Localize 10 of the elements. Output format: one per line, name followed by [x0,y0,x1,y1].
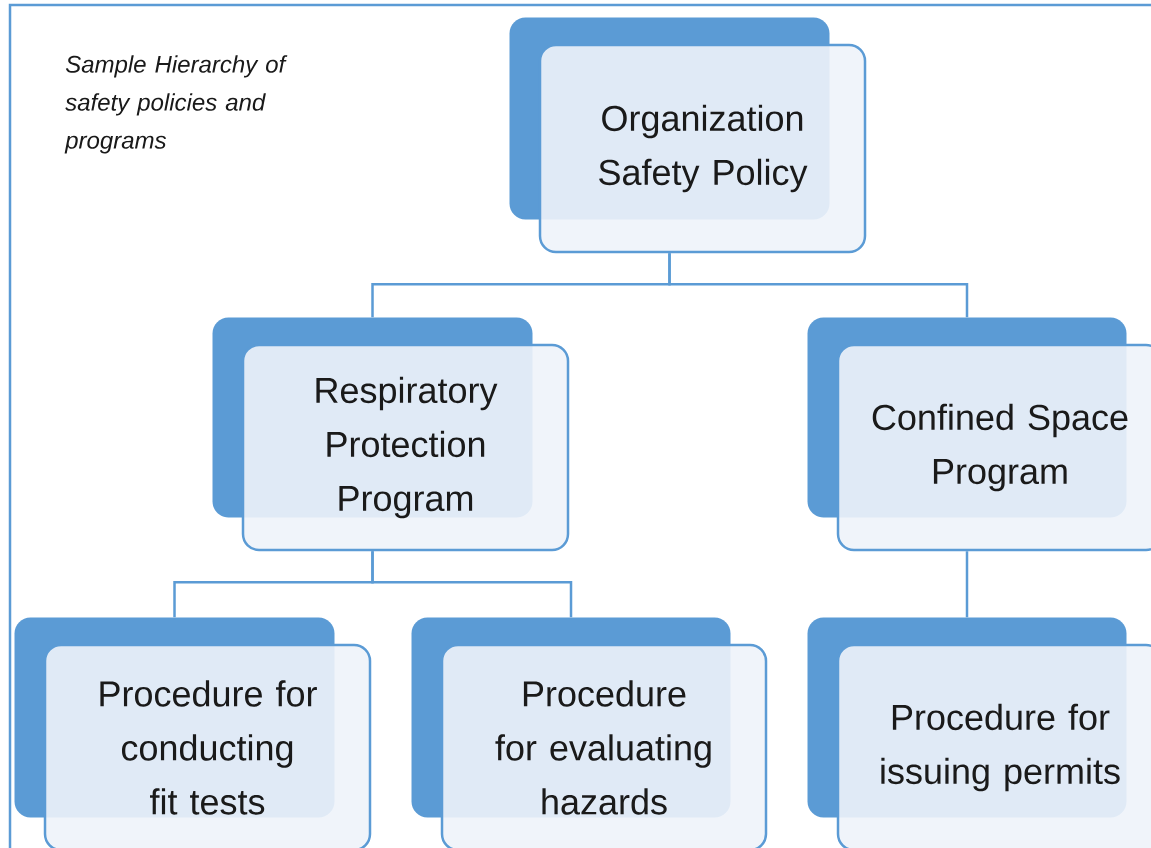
connector [668,253,969,318]
process-box: Confined Space Program [807,317,1151,552]
title: Sample Hierarchy of safety policies and programs [64,55,288,154]
connector [371,551,573,618]
process-box: Organization Safety Policy [509,17,867,254]
process-box: Procedure for issuing permits [807,617,1151,848]
connector [965,551,969,618]
process-box: Procedure for evaluating hazards [411,617,768,848]
process-box: Respiratory Protection Program [212,317,570,552]
process-box: Procedure for conducting fit tests [14,617,372,848]
